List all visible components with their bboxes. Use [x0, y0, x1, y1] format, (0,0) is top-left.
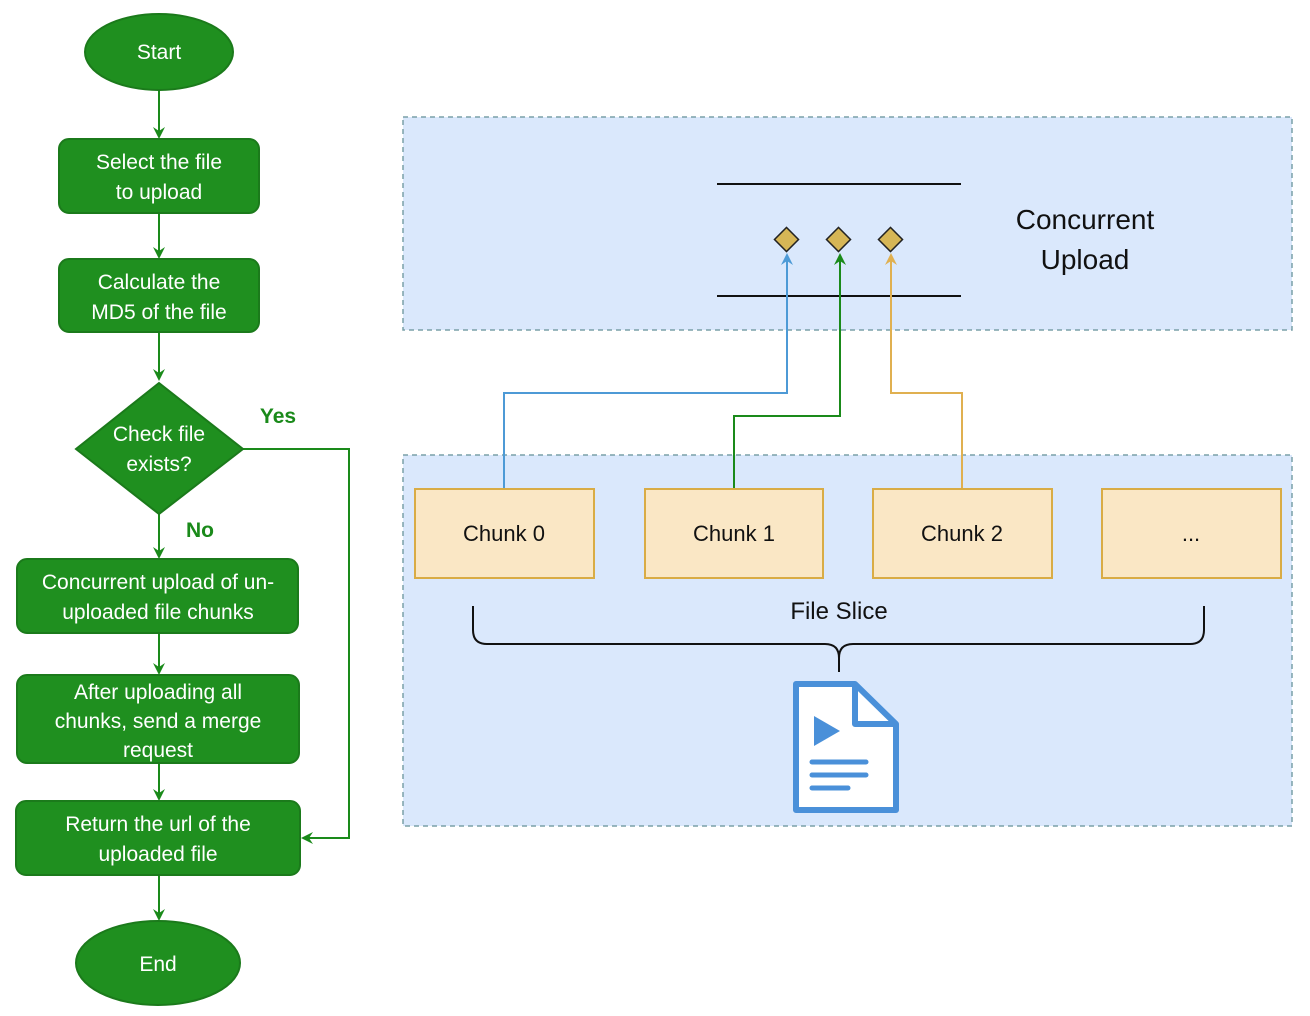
concurrent-upload-panel	[402, 116, 1293, 331]
upload-panel-title-line-2: Upload	[1041, 244, 1130, 275]
upload-slot-diamond-0	[773, 226, 800, 253]
flow-end-node: End	[75, 920, 241, 1006]
chunk-box-1: Chunk 1	[644, 488, 824, 579]
chunk-0-upload-line	[503, 253, 793, 488]
flow-merge-request-node: After uploading all chunks, send a merge…	[16, 674, 300, 764]
upload-slot-diamond-1	[825, 226, 852, 253]
select-file-line-2: to upload	[116, 181, 202, 204]
chunk-label: Chunk 2	[921, 521, 1003, 546]
file-slice-label: File Slice	[790, 598, 887, 625]
chunk-box-more: ...	[1101, 488, 1282, 579]
upload-slot-diamond-2	[877, 226, 904, 253]
return-url-line-2: uploaded file	[98, 843, 217, 866]
yes-branch-label: Yes	[260, 405, 296, 428]
merge-request-line-3: request	[123, 739, 193, 762]
concurrent-upload-line-2: uploaded file chunks	[62, 601, 253, 624]
end-label: End	[139, 953, 176, 976]
file-slice-brace	[472, 606, 1205, 672]
concurrent-upload-line-1: Concurrent upload of un-	[42, 571, 274, 594]
flow-concurrent-upload-node: Concurrent upload of un- uploaded file c…	[16, 558, 299, 634]
no-branch-label: No	[186, 519, 214, 542]
flow-select-file-node: Select the file to upload	[58, 138, 260, 214]
chunk-label: Chunk 1	[693, 521, 775, 546]
flow-return-url-node: Return the url of the uploaded file	[15, 800, 301, 876]
calc-md5-line-2: MD5 of the file	[91, 301, 226, 324]
chunk-box-2: Chunk 2	[872, 488, 1053, 579]
chunk-box-0: Chunk 0	[414, 488, 595, 579]
flow-arrow-yes-branch	[243, 448, 350, 844]
upload-panel-title-line-1: Concurrent	[1016, 204, 1155, 235]
chunk-label: Chunk 0	[463, 521, 545, 546]
check-exists-line-1: Check file	[113, 423, 205, 446]
flow-start-node: Start	[84, 13, 234, 91]
check-exists-line-2: exists?	[126, 453, 191, 476]
calc-md5-line-1: Calculate the	[98, 271, 221, 294]
flow-check-exists-decision: Check file exists?	[74, 381, 245, 516]
chunk-1-upload-line	[733, 253, 846, 488]
video-file-icon	[793, 681, 899, 813]
flow-calc-md5-node: Calculate the MD5 of the file	[58, 258, 260, 333]
chunk-label: ...	[1182, 521, 1200, 546]
select-file-line-1: Select the file	[96, 151, 222, 174]
chunk-2-upload-line	[885, 253, 963, 488]
merge-request-line-2: chunks, send a merge	[55, 710, 262, 733]
merge-request-line-1: After uploading all	[74, 681, 242, 704]
start-label: Start	[137, 41, 182, 64]
return-url-line-1: Return the url of the	[65, 813, 251, 836]
